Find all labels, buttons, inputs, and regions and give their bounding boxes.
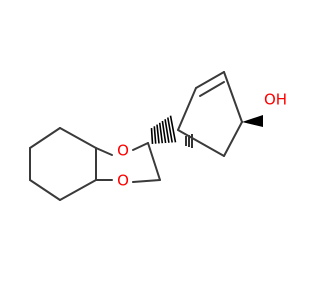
- molecule-structure: O O OH: [29, 71, 287, 201]
- cyclohexane-bond: [59, 179, 97, 201]
- spiro-c-o-top-bond: [95, 147, 113, 156]
- cyclopentene-c-eq-c-bond-inner: [199, 81, 225, 97]
- cyclopentene-bond: [223, 71, 243, 123]
- cyclohexane-ring: [29, 127, 97, 201]
- cyclohexane-bond: [29, 127, 61, 149]
- cyclopentene-bond: [177, 87, 197, 131]
- cyclopentene-bond: [223, 121, 243, 157]
- stereo-wedge-bond-c-oh: [242, 115, 263, 127]
- cyclopentene-bond: [177, 129, 225, 157]
- stereo-hash-bond-dioxolane-cyclopentene: [150, 115, 177, 144]
- hydroxyl-label: OH: [264, 91, 287, 109]
- ch2-o-bottom-bond: [132, 179, 161, 183]
- o-top-c-stereo-bond: [132, 142, 149, 151]
- cyclohexane-bond: [29, 179, 61, 201]
- cyclohexane-bond: [59, 127, 97, 149]
- cyclopentene-c-eq-c-bond: [195, 71, 225, 89]
- c-stereo-ch2-bond: [147, 142, 161, 181]
- oxygen-ring-bottom-label: O: [117, 172, 129, 190]
- dioxolane-ring: [95, 142, 161, 183]
- oxygen-ring-top-label: O: [117, 142, 129, 160]
- cyclopentene-ring: [177, 71, 243, 157]
